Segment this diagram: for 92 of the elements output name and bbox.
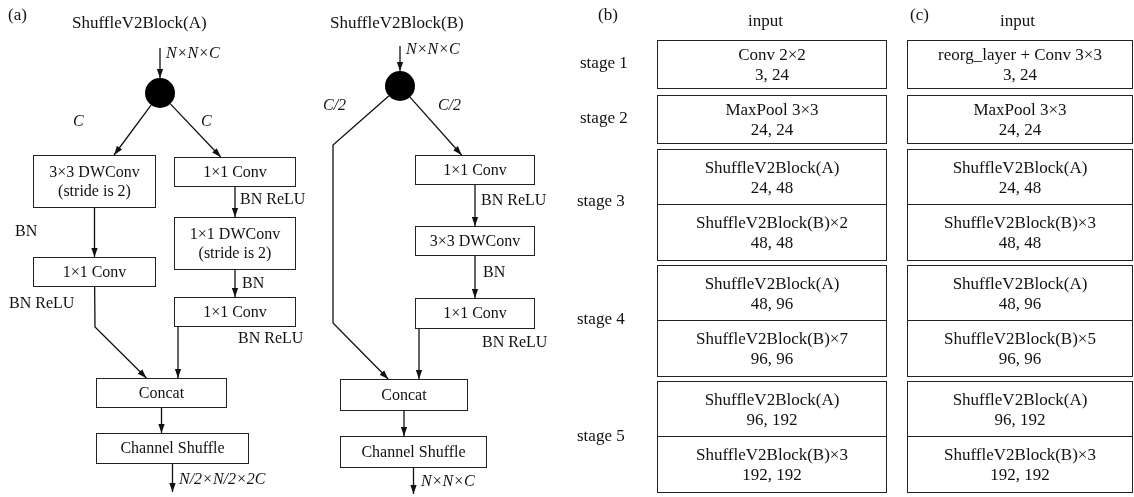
layer-box: Channel Shuffle — [340, 436, 487, 468]
layer-box: 3×3 DWConv — [415, 226, 535, 256]
layer-cell — [907, 149, 1133, 206]
block-title: ShuffleV2Block(B) — [330, 14, 464, 33]
layer-box: 1×1 Conv — [33, 257, 156, 287]
channel-numbers: 48, 96 — [750, 293, 794, 314]
channel-numbers: 96, 192 — [746, 409, 798, 430]
layer-box: 1×1 DWConv (stride is 2) — [174, 217, 296, 270]
layer-name: ShuffleV2Block(B)×3 — [944, 444, 1096, 465]
layer-name: ShuffleV2Block(A) — [952, 273, 1088, 294]
arrow — [91, 207, 98, 258]
channel-numbers: 24, 24 — [998, 119, 1042, 140]
layer-name: ShuffleV2Block(B)×3 — [944, 212, 1096, 233]
arrow — [400, 410, 408, 437]
arrow — [415, 328, 423, 380]
layer-name: ShuffleV2Block(B)×3 — [696, 444, 848, 465]
block-title: ShuffleV2Block(A) — [72, 14, 207, 33]
column-header: input — [748, 12, 783, 31]
layer-box: Channel Shuffle — [96, 433, 249, 464]
channel-numbers: 24, 48 — [750, 177, 794, 198]
layer-box: 1×1 Conv — [415, 155, 535, 185]
arrow — [471, 255, 479, 299]
panel-letter: (a) — [8, 6, 27, 25]
layer-cell — [907, 40, 1133, 89]
layer-cell — [657, 40, 887, 89]
channel-numbers: 96, 96 — [750, 348, 794, 369]
channel-numbers: 48, 48 — [998, 232, 1042, 253]
stage-label: stage 4 — [577, 310, 625, 329]
arrow — [410, 467, 417, 495]
layer-name: Conv 2×2 — [738, 44, 806, 65]
panel-letter: (c) — [910, 6, 929, 25]
layer-name: ShuffleV2Block(B)×5 — [944, 328, 1096, 349]
layer-cell — [907, 204, 1133, 261]
layer-box: 1×1 Conv — [415, 298, 535, 329]
layer-cell — [907, 95, 1133, 144]
stage-label: stage 3 — [577, 192, 625, 211]
channel-numbers: 48, 48 — [750, 232, 794, 253]
stage-label: stage 5 — [577, 427, 625, 446]
arrow — [169, 463, 176, 493]
stage-label: stage 1 — [580, 54, 628, 73]
layer-name: ShuffleV2Block(B)×7 — [696, 328, 848, 349]
arrow — [409, 96, 463, 156]
layer-name: ShuffleV2Block(A) — [704, 157, 840, 178]
channel-numbers: 96, 192 — [994, 409, 1046, 430]
arrow — [158, 407, 165, 434]
layer-name: ShuffleV2Block(A) — [952, 389, 1088, 410]
layer-name: reorg_layer + Conv 3×3 — [938, 44, 1102, 65]
layer-cell — [657, 204, 887, 261]
stage-label: stage 2 — [580, 109, 628, 128]
channel-numbers: 48, 96 — [998, 293, 1042, 314]
arrow — [396, 45, 404, 72]
channel-numbers: 192, 192 — [742, 464, 802, 485]
layer-name: ShuffleV2Block(A) — [704, 389, 840, 410]
layer-name: ShuffleV2Block(A) — [952, 157, 1088, 178]
layer-name: ShuffleV2Block(A) — [704, 273, 840, 294]
layer-name: MaxPool 3×3 — [725, 99, 819, 120]
layer-cell — [657, 436, 887, 493]
layer-cell — [657, 381, 887, 438]
arrow — [174, 326, 182, 379]
layer-cell — [657, 265, 887, 322]
layer-cell — [657, 320, 887, 377]
layer-name: MaxPool 3×3 — [973, 99, 1067, 120]
arrow — [94, 286, 148, 379]
arrow — [113, 104, 152, 156]
split-dot — [145, 78, 175, 108]
arrow — [332, 95, 390, 380]
layer-cell — [907, 436, 1133, 493]
channel-numbers: 96, 96 — [998, 348, 1042, 369]
layer-box: 3×3 DWConv (stride is 2) — [33, 155, 156, 208]
channel-numbers: 24, 24 — [750, 119, 794, 140]
channel-numbers: 192, 192 — [990, 464, 1050, 485]
arrow — [156, 47, 164, 79]
layer-cell — [907, 265, 1133, 322]
layer-box: 1×1 Conv — [174, 157, 296, 187]
layer-box: Concat — [96, 378, 227, 408]
split-dot — [385, 71, 415, 101]
layer-box: Concat — [340, 379, 468, 411]
arrow — [169, 103, 222, 158]
layer-cell — [907, 320, 1133, 377]
column-header: input — [1000, 12, 1035, 31]
channel-numbers: 3, 24 — [1003, 64, 1037, 85]
layer-cell — [907, 381, 1133, 438]
layer-cell — [657, 149, 887, 206]
layer-cell — [657, 95, 887, 144]
arrow — [231, 186, 239, 218]
layer-box: 1×1 Conv — [174, 297, 296, 327]
layer-name: ShuffleV2Block(B)×2 — [696, 212, 848, 233]
arrow — [231, 269, 239, 298]
channel-numbers: 3, 24 — [755, 64, 789, 85]
arrow — [471, 184, 479, 227]
panel-letter: (b) — [598, 6, 618, 25]
channel-numbers: 24, 48 — [998, 177, 1042, 198]
